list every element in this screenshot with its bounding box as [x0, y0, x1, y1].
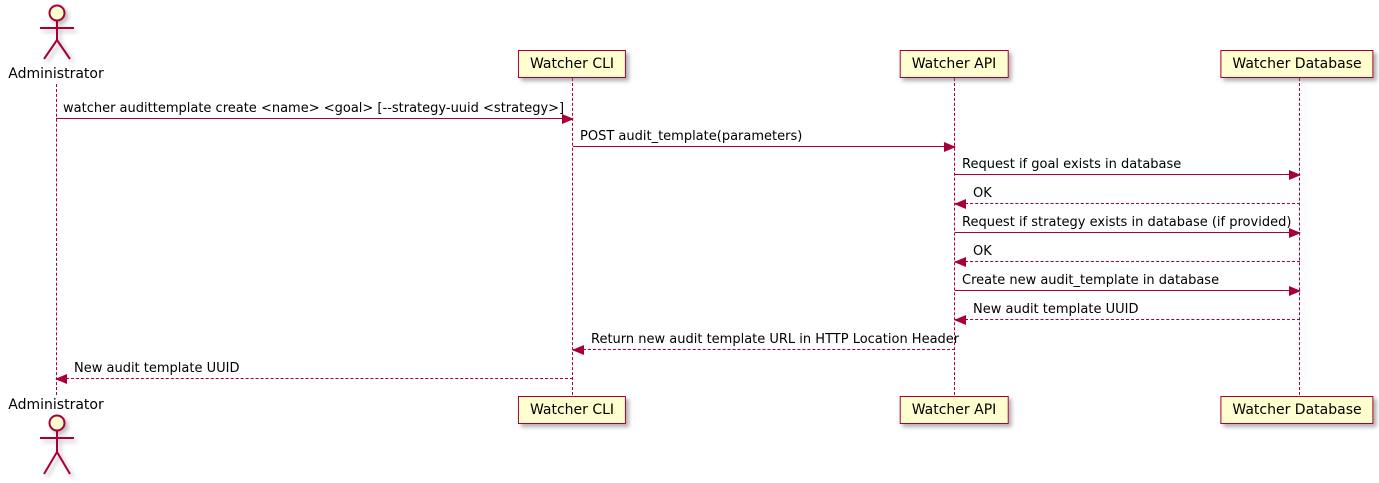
- arrowhead-left-icon: [954, 314, 966, 325]
- arrowhead-left-icon: [954, 198, 966, 209]
- actor-label-bottom: Administrator: [8, 397, 104, 413]
- actor-icon-bottom: [40, 414, 74, 475]
- message-return-url-location-header: Return new audit template URL in HTTP Lo…: [572, 332, 959, 356]
- message-line: [56, 113, 574, 124]
- participant-watcher-cli-top: Watcher CLI: [517, 50, 627, 78]
- participant-watcher-api-top: Watcher API: [899, 50, 1009, 78]
- arrowhead-left-icon: [572, 344, 584, 355]
- message-label: New audit template UUID: [74, 361, 240, 376]
- message-new-uuid-from-db: New audit template UUID: [954, 302, 1300, 326]
- message-label: New audit template UUID: [973, 302, 1139, 317]
- message-label: Request if goal exists in database: [962, 157, 1182, 172]
- arrowhead-right-icon: [562, 113, 574, 124]
- arrowhead-right-icon: [944, 141, 956, 152]
- message-line: [955, 285, 1301, 296]
- message-line: [573, 141, 956, 152]
- message-line: [954, 198, 1300, 209]
- actor-label-top: Administrator: [8, 66, 104, 82]
- message-line: [55, 373, 573, 384]
- lifeline-watcher-api: [954, 78, 955, 395]
- message-line: [955, 227, 1301, 238]
- message-label: Request if strategy exists in database (…: [962, 215, 1292, 230]
- arrowhead-right-icon: [1289, 285, 1301, 296]
- message-create-audittemplate: watcher audittemplate create <name> <goa…: [56, 101, 574, 125]
- message-ok-goal: OK: [954, 186, 1300, 210]
- message-new-uuid-to-admin: New audit template UUID: [55, 361, 573, 385]
- message-create-in-database: Create new audit_template in database: [955, 273, 1301, 297]
- arrowhead-right-icon: [1289, 169, 1301, 180]
- lifeline-administrator: [56, 84, 57, 395]
- message-request-strategy-exists: Request if strategy exists in database (…: [955, 215, 1301, 239]
- participant-watcher-cli-bottom: Watcher CLI: [517, 396, 627, 424]
- participant-watcher-database-bottom: Watcher Database: [1220, 396, 1374, 424]
- message-line: [572, 344, 955, 355]
- message-ok-strategy: OK: [954, 244, 1300, 268]
- arrowhead-right-icon: [1289, 227, 1301, 238]
- message-line: [955, 169, 1301, 180]
- message-label: watcher audittemplate create <name> <goa…: [63, 101, 565, 116]
- message-label: Create new audit_template in database: [962, 273, 1220, 288]
- lifeline-watcher-cli: [572, 78, 573, 395]
- message-label: Return new audit template URL in HTTP Lo…: [591, 332, 960, 347]
- participant-watcher-database-top: Watcher Database: [1220, 50, 1374, 78]
- message-label: POST audit_template(parameters): [580, 129, 803, 144]
- participant-watcher-api-bottom: Watcher API: [899, 396, 1009, 424]
- message-request-goal-exists: Request if goal exists in database: [955, 157, 1301, 181]
- message-line: [954, 256, 1300, 267]
- message-label: OK: [973, 186, 992, 201]
- arrowhead-left-icon: [954, 256, 966, 267]
- actor-icon-top: [40, 4, 74, 60]
- message-post-audit-template: POST audit_template(parameters): [573, 129, 956, 153]
- message-label: OK: [973, 244, 992, 259]
- message-line: [954, 314, 1300, 325]
- arrowhead-left-icon: [55, 373, 67, 384]
